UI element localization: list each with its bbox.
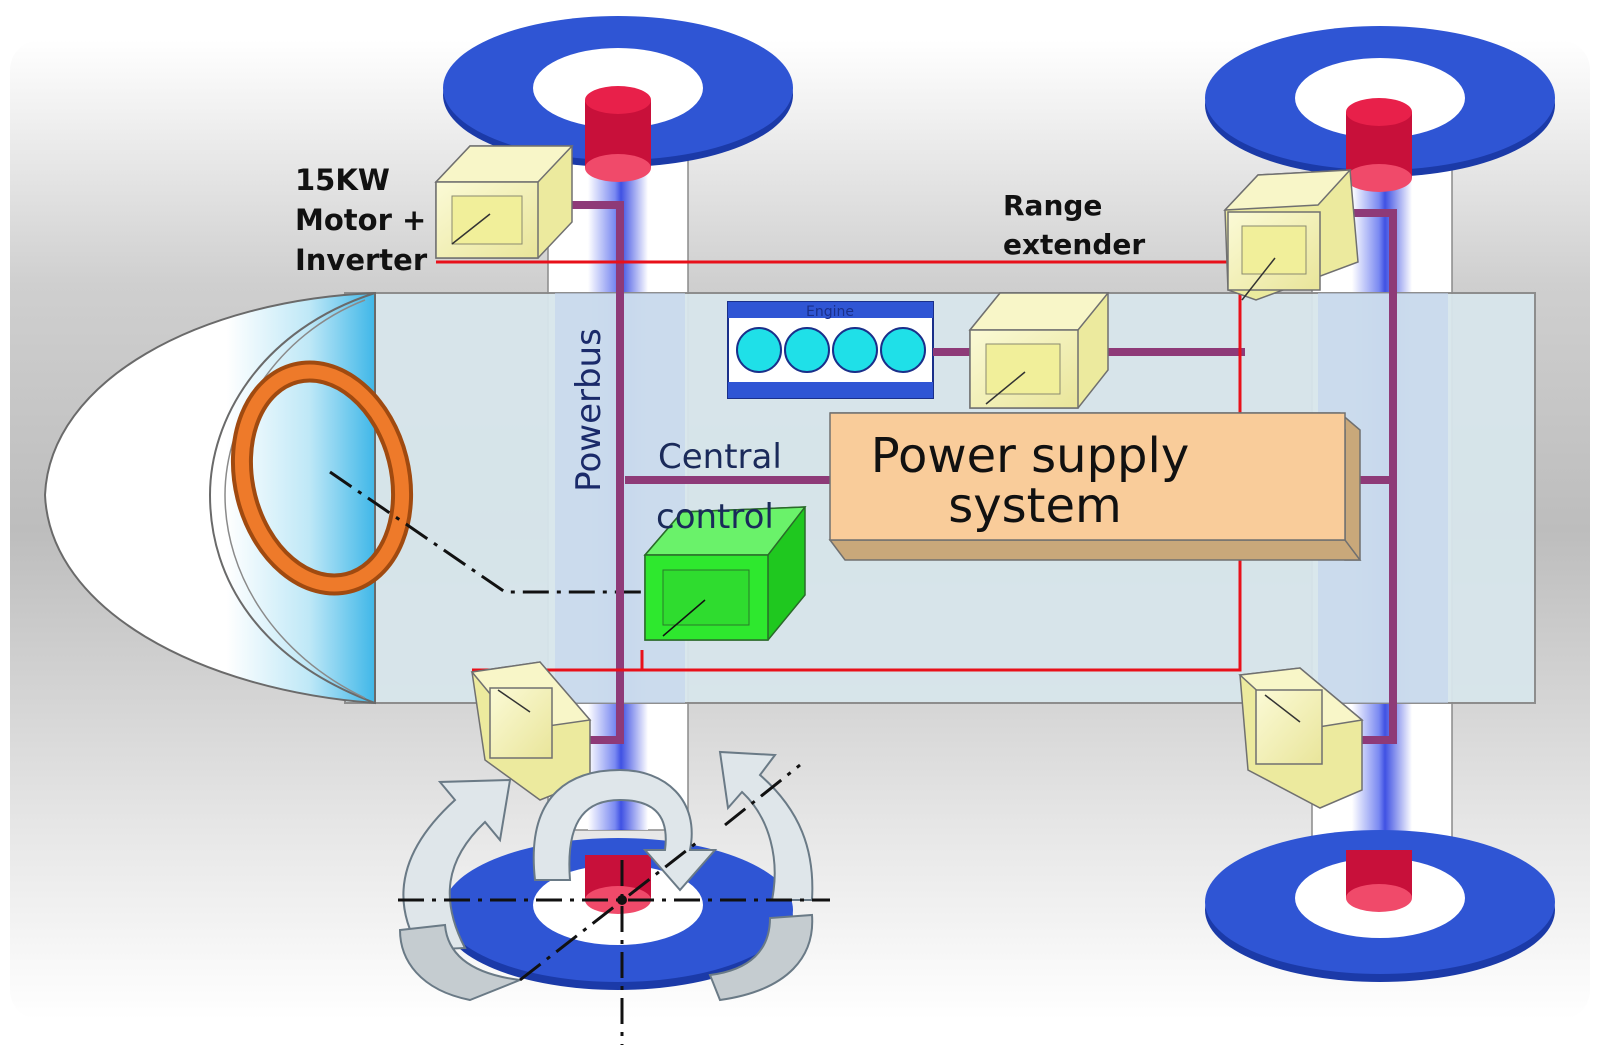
range-extender-box: [968, 292, 1110, 409]
steering-rotation-arrows: [398, 750, 814, 1002]
steering-wheel: [230, 360, 414, 596]
wheel-center-dot: [617, 895, 627, 905]
wheel-front-right: [443, 838, 793, 990]
central-control-label-line2: control: [656, 497, 774, 537]
power-supply-box: [828, 412, 1362, 561]
wheel-rear-right: [1205, 830, 1555, 982]
central-control-box: [643, 506, 807, 641]
motor-inverter-rear-right: [1238, 667, 1364, 809]
vehicle-nose: [43, 291, 376, 705]
engine-label: Engine: [806, 304, 854, 320]
hub-rear-left: [1346, 98, 1412, 192]
motor-label-line1: 15KW: [295, 163, 390, 197]
range-extender-label-line1: Range: [1003, 189, 1102, 222]
motor-inverter-front-right: [470, 661, 592, 801]
motor-label-line3: Inverter: [295, 243, 428, 277]
hub-front-left: [585, 86, 651, 182]
motor-inverter-rear-left: [1223, 169, 1359, 301]
motor-inverter-front-left: [434, 145, 574, 259]
powerbus-lines: [550, 201, 1397, 744]
engine: [727, 301, 934, 399]
range-extender-label-line2: extender: [1003, 228, 1145, 261]
power-supply-label-line2: system: [948, 478, 1122, 534]
motor-label-line2: Motor +: [295, 203, 426, 237]
power-supply-label-line1: Power supply: [871, 428, 1190, 484]
steering-signal-line: [329, 470, 700, 594]
steering-axis-lines: [398, 763, 830, 1045]
powerbus-label: Powerbus: [569, 328, 609, 492]
central-control-label-line1: Central: [658, 437, 782, 477]
